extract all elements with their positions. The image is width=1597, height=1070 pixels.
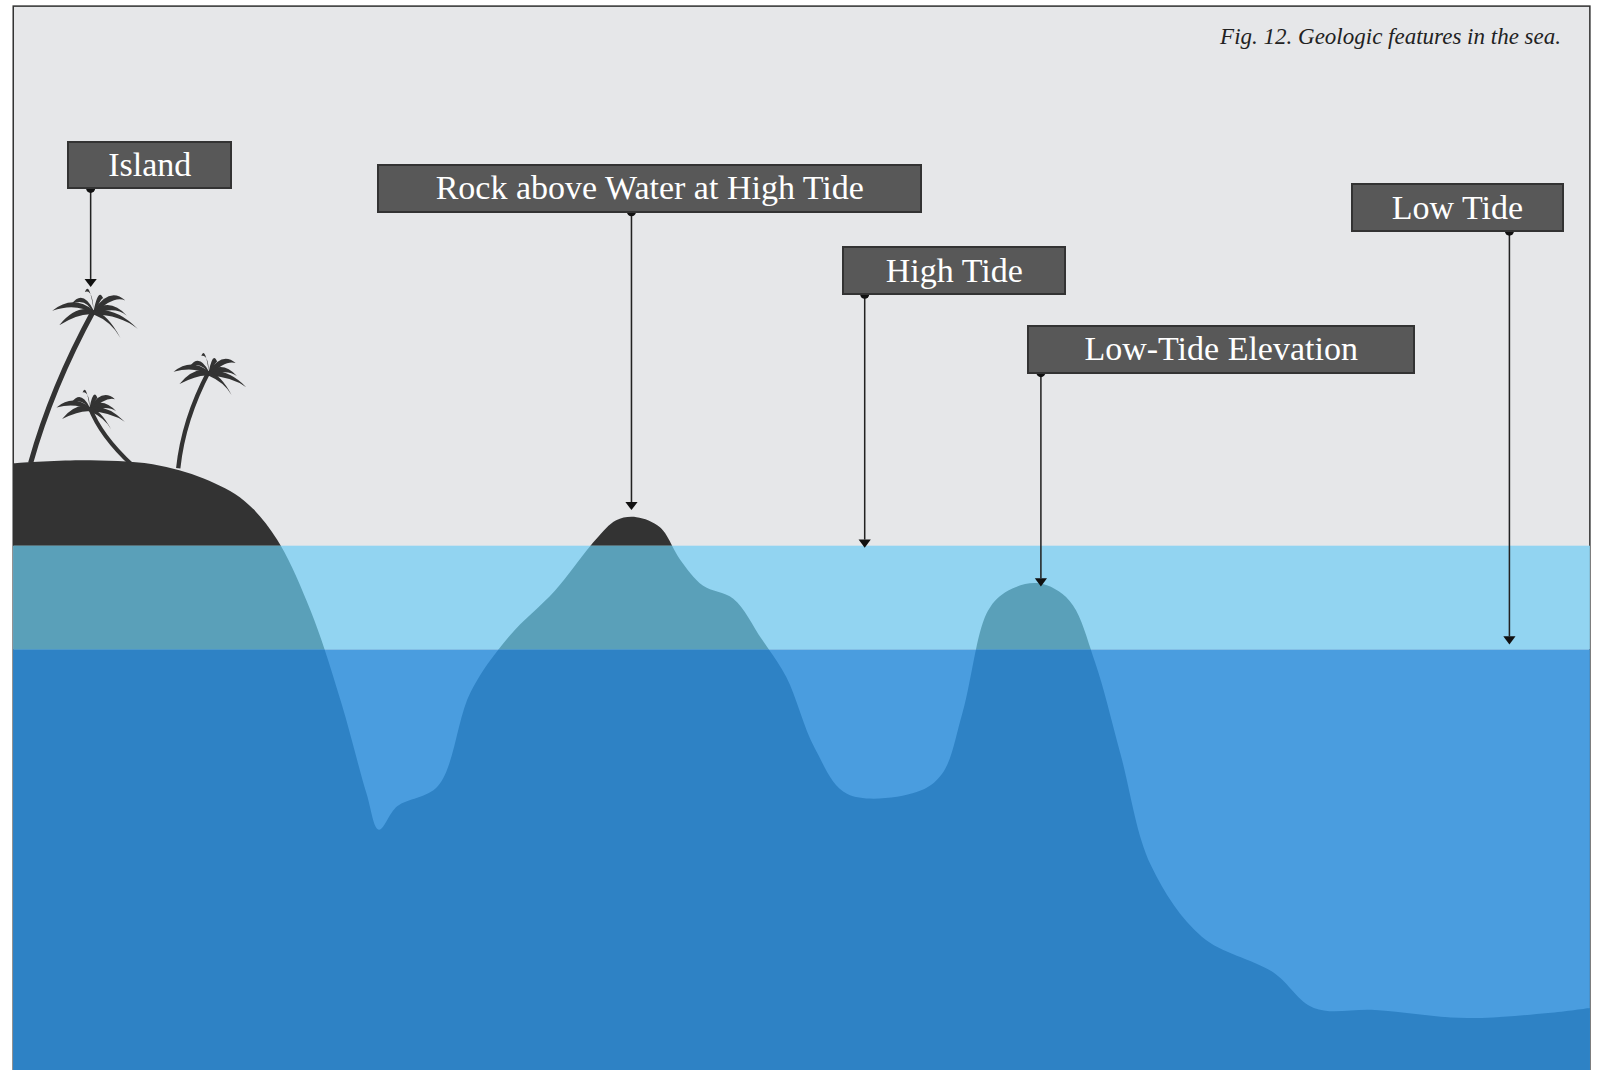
callout-label: Low-Tide Elevation	[1084, 332, 1358, 366]
palm-frond	[209, 371, 246, 387]
palm-frond	[59, 309, 93, 325]
palm-frond	[72, 397, 90, 411]
leader-line	[864, 295, 866, 539]
leader-arrowhead	[1503, 636, 1515, 644]
palm-frond	[94, 310, 138, 329]
palm-frond	[72, 298, 94, 315]
leader-arrowhead	[859, 540, 871, 548]
landform	[13, 546, 1590, 650]
palm-trunk	[178, 372, 209, 469]
callout-label: Island	[108, 148, 191, 182]
callout-box: Island	[67, 141, 232, 190]
callout-box: High Tide	[842, 246, 1066, 295]
callout-box: Rock above Water at High Tide	[377, 164, 922, 213]
callout-box: Low Tide	[1351, 183, 1565, 232]
callout-label: High Tide	[886, 254, 1023, 288]
leader-lines	[85, 184, 1516, 645]
palm-frond	[90, 407, 111, 429]
palm-trunk	[90, 407, 133, 465]
palm-frond	[201, 353, 209, 376]
palm-trees	[31, 289, 247, 469]
palm-frond	[90, 407, 125, 422]
landform	[13, 460, 1590, 546]
figure-caption: Fig. 12. Geologic features in the sea.	[1220, 24, 1561, 50]
seafloor-terrain	[13, 460, 1590, 1070]
leader-line	[1509, 232, 1511, 636]
palm-trunk	[31, 311, 94, 464]
palm-frond	[209, 372, 232, 395]
leader-arrowhead	[625, 502, 637, 510]
palm-frond	[85, 289, 94, 315]
leader-line	[90, 189, 92, 279]
leader-arrowhead	[85, 279, 97, 287]
callout-box: Low-Tide Elevation	[1027, 325, 1415, 374]
palm-frond	[83, 390, 90, 411]
palm-frond	[94, 311, 121, 339]
callout-label: Rock above Water at High Tide	[436, 171, 864, 205]
leader-line	[631, 213, 633, 502]
leader-line	[1040, 374, 1042, 579]
leader-arrowhead	[1035, 578, 1047, 586]
landform	[13, 650, 1590, 1070]
palm-frond	[190, 361, 209, 376]
callout-label: Low Tide	[1392, 191, 1523, 225]
